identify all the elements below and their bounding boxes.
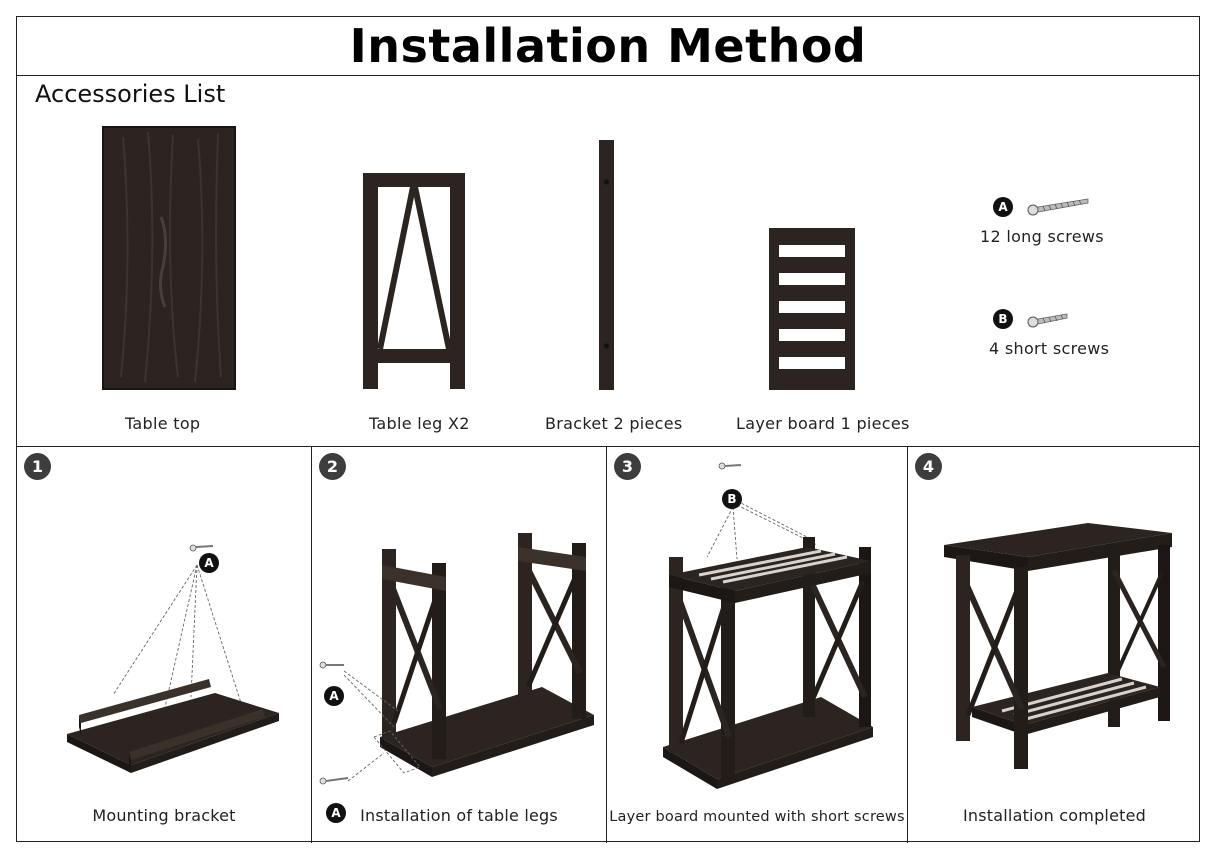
step-2-illustration (319, 533, 594, 785)
step-1: 1 A Mounting bracket (17, 447, 312, 843)
screw-short: B 4 short screws (989, 297, 1113, 361)
accessories-section: Accessories List Table top Table leg X2 (17, 76, 1199, 447)
steps-section: 1 A Mounting bracket (17, 447, 1199, 843)
step-3: 3 (607, 447, 908, 843)
step-3-badge-b: B (722, 489, 742, 509)
accessory-bracket (599, 140, 615, 390)
long-screw-icon (1027, 198, 1089, 216)
title-bar: Installation Method (17, 17, 1199, 76)
bracket-image (599, 140, 614, 390)
accessory-label-layer-board: Layer board 1 pieces (736, 414, 910, 433)
screw-long: A 12 long screws (980, 185, 1113, 249)
step-1-badge-a: A (199, 553, 219, 573)
step-caption: Mounting bracket (92, 806, 236, 825)
screw-badge-a: A (993, 197, 1013, 217)
accessory-label-table-top: Table top (125, 414, 201, 433)
step-caption: Installation completed (963, 806, 1146, 825)
step-2-badge-a-bottom: A (326, 803, 346, 823)
accessory-label-table-leg: Table leg X2 (369, 414, 470, 433)
accessory-table-top (102, 126, 236, 390)
layer-board-image (769, 228, 855, 390)
accessory-label-bracket: Bracket 2 pieces (545, 414, 683, 433)
step-2-badge-a-top: A (324, 686, 344, 706)
step-3-illustration (663, 462, 873, 789)
step-caption: Layer board mounted with short screws (609, 809, 905, 825)
screw-label-long: 12 long screws (980, 227, 1104, 246)
accessory-table-leg (363, 173, 467, 391)
step-number: 4 (915, 453, 942, 480)
step-1-illustration (67, 544, 279, 773)
screw-label-short: 4 short screws (989, 339, 1110, 358)
step-caption: Installation of table legs (360, 806, 558, 825)
short-screw-icon (1027, 313, 1068, 328)
page-title: Installation Method (349, 19, 867, 73)
step-number: 3 (614, 453, 641, 480)
accessory-layer-board (769, 228, 855, 390)
step-2: 2 (312, 447, 607, 843)
screw-badge-b: B (993, 309, 1013, 329)
table-leg-image (363, 173, 465, 389)
accessories-heading: Accessories List (35, 80, 226, 108)
table-top-image (102, 126, 236, 390)
step-4: 4 (908, 447, 1201, 843)
instruction-sheet: Installation Method Accessories List Tab… (16, 16, 1200, 843)
step-number: 1 (24, 453, 51, 480)
step-number: 2 (319, 453, 346, 480)
step-4-illustration (944, 523, 1172, 769)
